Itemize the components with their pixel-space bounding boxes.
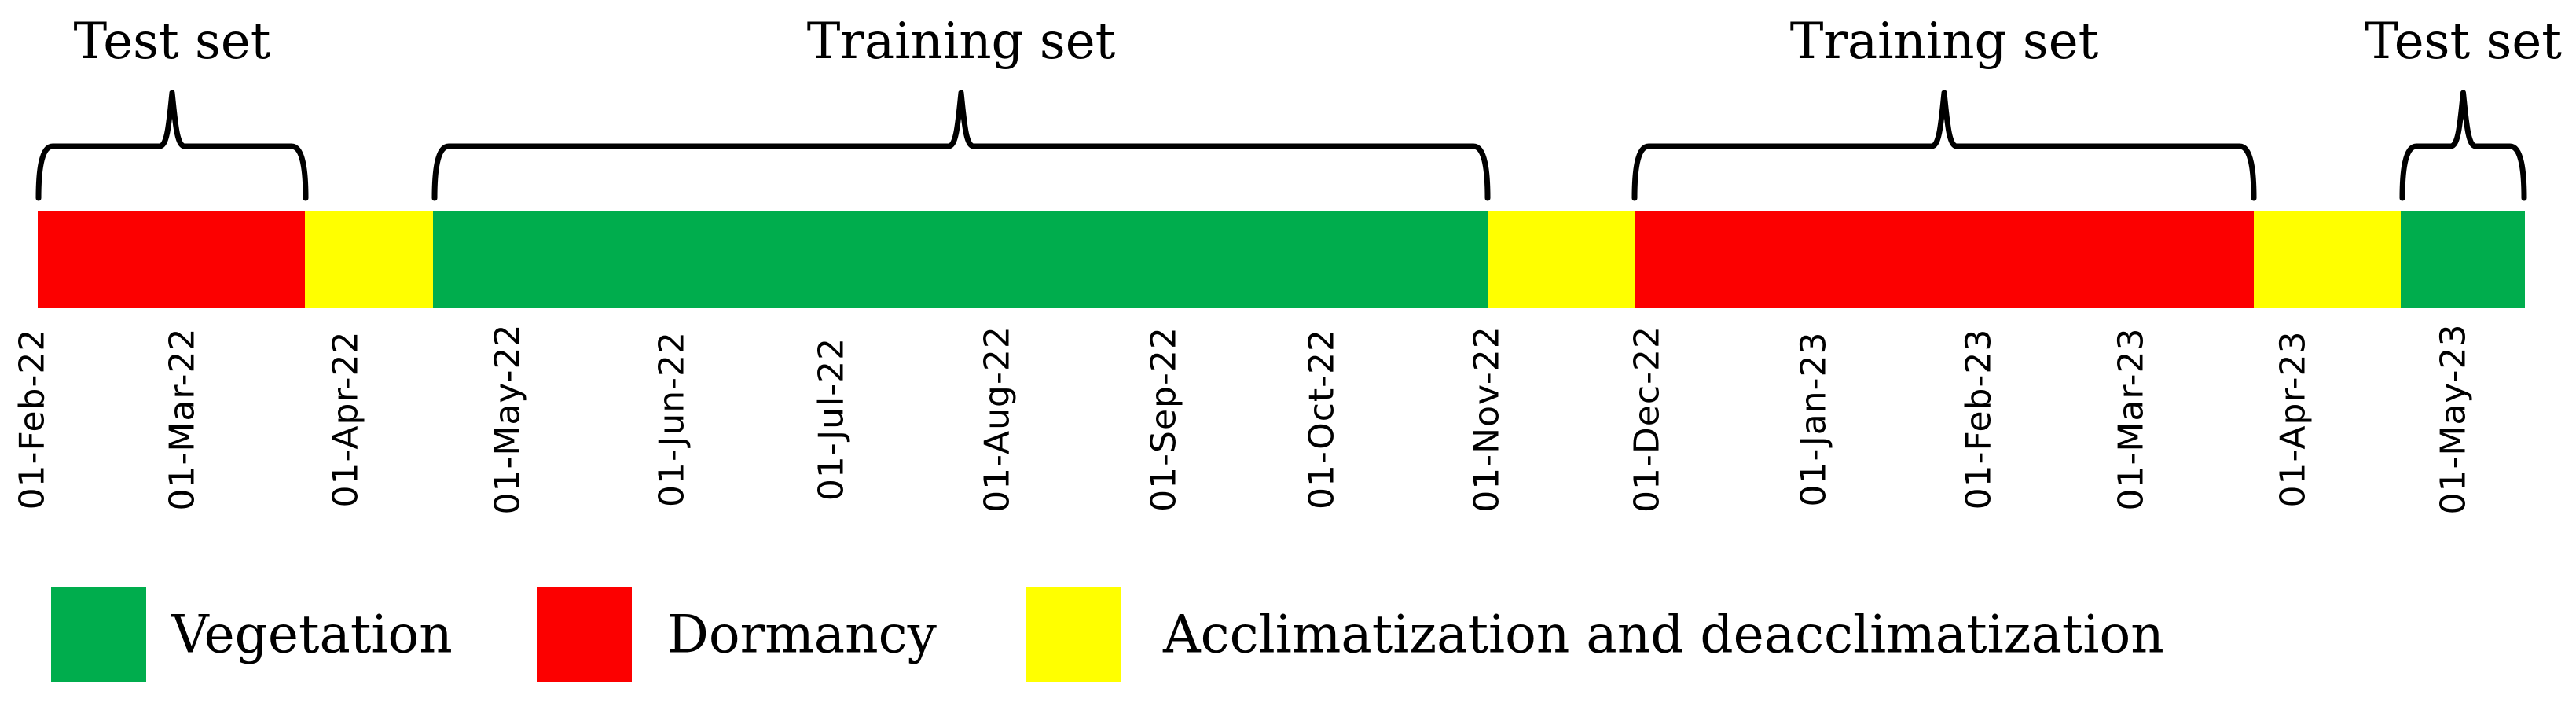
timeline-bar bbox=[38, 211, 2525, 308]
bar-segment-vegetation-2 bbox=[433, 211, 1488, 308]
brace-training-set-2 bbox=[431, 90, 1491, 201]
tick-01-dec-22: 01-Dec-22 bbox=[1627, 326, 1668, 513]
legend-label-vegetation: Vegetation bbox=[171, 604, 453, 665]
legend-swatch-acclimatization bbox=[1026, 587, 1121, 682]
annotation-label-test-set-1: Test set bbox=[73, 13, 271, 71]
legend-label-dormancy: Dormancy bbox=[667, 604, 937, 665]
tick-01-nov-22: 01-Nov-22 bbox=[1466, 326, 1507, 513]
bar-segment-dormancy-4 bbox=[1635, 211, 2254, 308]
legend-swatch-dormancy bbox=[537, 587, 632, 682]
tick-01-mar-22: 01-Mar-22 bbox=[162, 327, 203, 511]
annotation-label-training-set-2: Training set bbox=[806, 13, 1116, 71]
tick-01-apr-22: 01-Apr-22 bbox=[325, 330, 366, 508]
tick-01-mar-23: 01-Mar-23 bbox=[2111, 327, 2152, 511]
tick-01-feb-22: 01-Feb-22 bbox=[12, 328, 53, 510]
tick-01-jun-22: 01-Jun-22 bbox=[651, 331, 692, 507]
tick-01-oct-22: 01-Oct-22 bbox=[1301, 328, 1342, 510]
brace-test-set-4 bbox=[2399, 90, 2527, 201]
tick-01-jan-23: 01-Jan-23 bbox=[1793, 331, 1834, 507]
bar-segment-acclimatization-5 bbox=[2254, 211, 2401, 308]
tick-01-apr-23: 01-Apr-23 bbox=[2273, 330, 2314, 508]
legend-swatch-vegetation bbox=[51, 587, 146, 682]
tick-01-aug-22: 01-Aug-22 bbox=[977, 326, 1018, 513]
bar-segment-dormancy-0 bbox=[38, 211, 305, 308]
brace-training-set-3 bbox=[1631, 90, 2257, 201]
tick-01-jul-22: 01-Jul-22 bbox=[811, 337, 852, 502]
tick-01-may-22: 01-May-22 bbox=[487, 323, 528, 515]
bar-segment-acclimatization-1 bbox=[305, 211, 433, 308]
legend-label-acclimatization: Acclimatization and deacclimatization bbox=[1163, 604, 2164, 665]
bar-segment-acclimatization-3 bbox=[1488, 211, 1635, 308]
brace-test-set-1 bbox=[35, 90, 309, 201]
annotation-label-test-set-4: Test set bbox=[2365, 13, 2562, 71]
bar-segment-vegetation-6 bbox=[2401, 211, 2525, 308]
annotation-label-training-set-3: Training set bbox=[1789, 13, 2099, 71]
tick-01-may-23: 01-May-23 bbox=[2433, 323, 2474, 515]
tick-01-sep-22: 01-Sep-22 bbox=[1143, 326, 1184, 512]
tick-01-feb-23: 01-Feb-23 bbox=[1958, 328, 1999, 510]
